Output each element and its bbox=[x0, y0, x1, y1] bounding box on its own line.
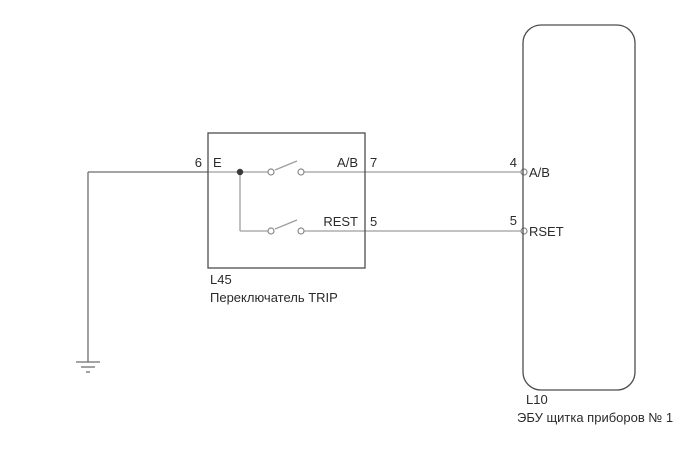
ecu-box-outline bbox=[522, 24, 636, 391]
switch-contact-bottom-right-icon bbox=[297, 227, 305, 235]
ecu-pin-4-terminal-icon bbox=[520, 168, 528, 176]
ecu-pin-rset-name: RSET bbox=[529, 224, 564, 239]
switch-pin-ab-number: 7 bbox=[370, 155, 377, 170]
switch-name-label: Переключатель TRIP bbox=[210, 290, 338, 305]
switch-code-label: L45 bbox=[210, 272, 232, 287]
junction-dot bbox=[236, 168, 244, 176]
switch-contact-bottom-left-icon bbox=[267, 227, 275, 235]
switch-pin-ab-name: A/B bbox=[337, 155, 358, 170]
ecu-pin-rset-number: 5 bbox=[510, 213, 517, 228]
wire-group-ground bbox=[76, 171, 208, 373]
switch-blade-bottom bbox=[274, 219, 298, 230]
switch-pin-e-name: E bbox=[213, 155, 222, 170]
ecu-pin-ab-name: A/B bbox=[529, 165, 550, 180]
ecu-code-label: L10 bbox=[526, 392, 548, 407]
contact-circles bbox=[236, 168, 528, 235]
switch-pin-e-number: 6 bbox=[195, 155, 202, 170]
switch-box-outline bbox=[207, 132, 366, 269]
ecu-name-label: ЭБУ щитка приборов № 1 bbox=[517, 410, 673, 425]
switch-contact-top-right-icon bbox=[297, 168, 305, 176]
switch-contact-top-left-icon bbox=[267, 168, 275, 176]
ecu-pin-ab-number: 4 bbox=[510, 155, 517, 170]
switch-pin-rest-name: REST bbox=[323, 214, 358, 229]
switch-pin-rest-number: 5 bbox=[370, 214, 377, 229]
ecu-pin-5-terminal-icon bbox=[520, 227, 528, 235]
switch-blade-top bbox=[274, 160, 298, 171]
